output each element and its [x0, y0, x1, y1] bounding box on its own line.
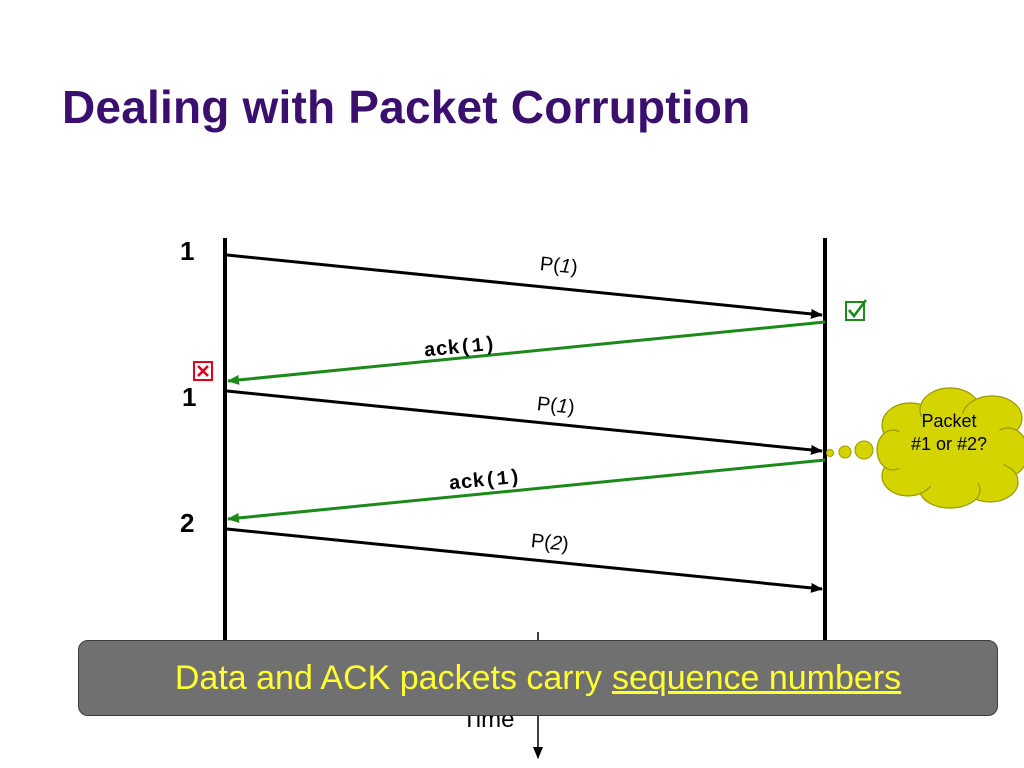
packet-label: P(1) [536, 393, 576, 419]
banner-highlight: sequence numbers [611, 658, 902, 697]
slide-title: Dealing with Packet Corruption [62, 81, 751, 133]
thought-dot [854, 440, 874, 460]
sender-seq-number: 1 [182, 382, 196, 412]
thought-dot [826, 449, 834, 457]
ack-arrow [227, 458, 826, 523]
checkbox-check-icon [845, 299, 868, 321]
thought-bubble [876, 387, 1024, 509]
callout-banner: Data and ACK packets carry sequence numb… [78, 640, 998, 716]
sender-seq-number: 1 [180, 236, 194, 266]
data-packet-arrow [226, 527, 823, 593]
ack-arrow [227, 320, 826, 385]
data-packet-arrow [226, 389, 823, 455]
sender-seq-number: 2 [180, 508, 194, 538]
thought-dot [838, 445, 852, 459]
ack-label: ack(1) [423, 334, 497, 364]
data-packet-arrow [226, 253, 823, 319]
thought-line: Packet [921, 411, 977, 431]
checkbox-x-icon [193, 361, 213, 381]
thought-line: #1 or #2? [910, 434, 988, 454]
banner-text: Data and ACK packets carry [174, 658, 602, 697]
packet-label: P(1) [539, 253, 579, 279]
thought-bubble-text: Packet #1 or #2? [884, 410, 1014, 456]
packet-label: P(2) [530, 530, 570, 556]
